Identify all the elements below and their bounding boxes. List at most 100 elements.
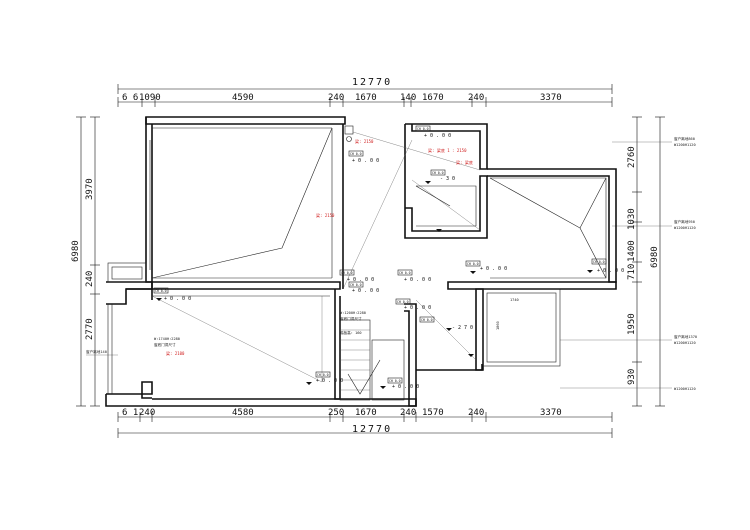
top-segment-dimension: 1670 — [355, 93, 377, 103]
wall-left-upper — [145, 117, 153, 283]
left-window-note: 窗户离地140 — [86, 349, 107, 354]
bay-height-dimension: 1860 — [496, 321, 500, 330]
bottom-segment-dimension: 240 — [400, 408, 416, 418]
top-segment-dimension: 4590 — [232, 93, 254, 103]
bottom-segment-dimension: 240 — [139, 408, 155, 418]
right-segment-dimension: 710 — [627, 264, 637, 280]
level-marker-icon — [470, 271, 476, 274]
top-segment-dimension: 140 — [400, 93, 416, 103]
column — [344, 125, 354, 135]
right-room — [415, 177, 607, 361]
level-tag-value: + 0 . 0 0 — [352, 288, 379, 294]
staircase — [339, 319, 405, 401]
top-total-dimension: 12770 — [352, 77, 392, 88]
right-dimension-chain: 2760 1030 1400 710 1950 930 6980 — [627, 116, 665, 407]
level-tag: CH 0.0 + 0 . 0 0 — [587, 258, 624, 274]
bay-width-dimension: 1740 — [510, 298, 519, 302]
level-tag-label: CH 0.0 — [432, 171, 444, 175]
right-bay-window — [482, 288, 561, 367]
window-size-note: W:1740H:2280 — [154, 337, 180, 341]
window-note: 窗户离地860 — [674, 136, 695, 141]
ceiling-ridge — [579, 227, 607, 279]
right-segment-dimension: 930 — [627, 369, 637, 385]
level-tag-label: CH 0.0 — [417, 127, 429, 131]
left-segment-dimension: 240 — [85, 271, 95, 287]
diagonal-guide — [415, 299, 477, 361]
level-tag-value: - 3 0 — [440, 176, 455, 182]
bed-outline — [151, 127, 333, 279]
top-segment-dimension: 1670 — [422, 93, 444, 103]
beam-note: 梁: 2150 — [316, 212, 335, 218]
level-tag-value: + 0 . 0 0 — [597, 268, 624, 274]
lower-left-room — [151, 295, 330, 383]
level-tag-label: CH 0.0 — [399, 271, 411, 275]
level-tag: CH 0.0 + 0 . 0 0 — [397, 269, 431, 283]
level-marker-icon — [306, 382, 312, 385]
window-size-note: 窗底门洞尺寸 — [340, 316, 362, 321]
left-balcony-frame — [107, 262, 147, 283]
level-tag-label: CH 0.0 — [389, 379, 401, 383]
level-tag-label: CH 0.0 — [350, 152, 362, 156]
room-notes: W:1740H:2280 窗底门洞尺寸 W:1200H:2280 窗底门洞尺寸 … — [154, 298, 519, 347]
top-segment-dimension: 1090 — [139, 93, 161, 103]
wall-bath-top — [405, 123, 488, 170]
level-tag-value: + 0 . 0 0 — [404, 277, 431, 283]
bath-ceiling — [416, 185, 477, 227]
left-dimension-chain: 6980 3970 240 2770 — [71, 116, 100, 407]
bottom-segment-dimension: 1570 — [422, 408, 444, 418]
tread-height-note: 踏板高: 160 — [340, 330, 362, 335]
left-segment-dimension: 3970 — [85, 178, 95, 200]
level-marker-icon — [436, 229, 442, 232]
beam-notes: 梁: 2150 梁: 梁底 1 : 2150 梁: 梁底 梁: 2150 梁: … — [166, 138, 473, 356]
wall-mid-left — [151, 281, 341, 290]
ceiling-ridge — [489, 177, 607, 229]
level-tag-label: CH 0.0 — [397, 300, 409, 304]
level-tag-label: CH 0.0 — [155, 289, 167, 293]
level-tag-value: + 0 . 0 0 — [480, 266, 507, 272]
level-tag-value: + 0 . 0 0 — [392, 384, 419, 390]
level-tag: CH 0.0 - 3 0 — [425, 169, 455, 184]
level-tag-label: CH 0.0 — [593, 260, 605, 264]
bath-ceiling-ridge — [415, 185, 451, 207]
bottom-segment-dimension: 4580 — [232, 408, 254, 418]
bottom-segment-dimension: 3370 — [540, 408, 562, 418]
level-marker-icon — [380, 386, 386, 389]
window-note: W1200H1120 — [674, 341, 696, 345]
window-note: 窗户离地950 — [674, 219, 695, 224]
bottom-segment-dimension: 6 1 — [122, 408, 138, 418]
top-segment-dimension: 240 — [328, 93, 344, 103]
level-tag-value: + 0 . 0 0 — [424, 133, 451, 139]
right-segment-dimension: 2760 — [627, 146, 637, 168]
level-tag-label: CH 0.0 — [317, 373, 329, 377]
level-marker-icon — [468, 354, 474, 357]
level-tag: CH 0.0 - 2 7 0 — [419, 316, 473, 331]
wall-stair-right — [404, 303, 417, 407]
window-note: 窗户离地1370 — [674, 334, 697, 339]
wall-top-left — [145, 116, 346, 125]
left-segment-dimension: 2770 — [85, 318, 95, 340]
bottom-total-dimension: 12770 — [352, 424, 392, 435]
right-segment-dimension: 1400 — [627, 240, 637, 262]
level-tag: CH 0.0 + 0 . 0 0 — [348, 281, 379, 294]
left-window-note-group: 窗户离地140 — [86, 349, 118, 356]
level-tag: CH 0.0 + 0 . 0 0 — [348, 150, 379, 164]
level-tag-value: + 0 . 0 0 — [316, 378, 343, 384]
right-segment-dimension: 1950 — [627, 313, 637, 335]
diagonal-guide — [352, 131, 481, 171]
wall-column — [126, 288, 153, 300]
level-tag-label: CH 0.0 — [421, 318, 433, 322]
level-tag-value: + 0 . 0 0 — [404, 305, 431, 311]
level-tag-value: - 2 7 0 — [452, 325, 473, 331]
level-tag: CH 0.0 + 0 . 0 0 — [380, 377, 419, 390]
wall-left-lower — [106, 381, 153, 399]
level-tag-label: CH 0.0 — [467, 262, 479, 266]
drain-icon — [346, 136, 352, 142]
wall-lower-right — [416, 364, 483, 371]
level-tag-label: CH 0.0 — [341, 271, 353, 275]
window-frames — [107, 140, 561, 394]
level-marker-icon — [446, 328, 452, 331]
level-tag: CH 0.0 + 0 . 0 0 — [465, 260, 507, 274]
right-window-notes: 窗户离地860 W1200H1120 窗户离地950 W1200H1120 窗户… — [560, 136, 697, 391]
right-total-dimension: 6980 — [650, 246, 660, 268]
